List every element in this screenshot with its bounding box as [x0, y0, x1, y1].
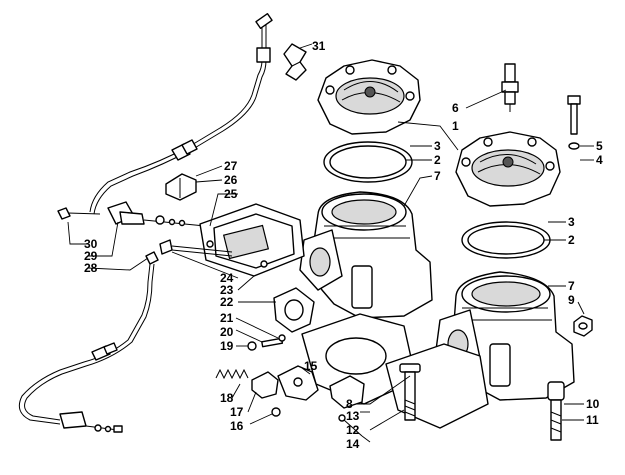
callout-4: 4	[596, 153, 603, 167]
callout-16: 16	[230, 419, 244, 433]
callout-12: 12	[346, 423, 360, 437]
callout-19: 19	[220, 339, 234, 353]
callout-7-rear: 7	[434, 169, 441, 183]
callout-21: 21	[220, 311, 234, 325]
callout-3-rear: 3	[434, 139, 441, 153]
callout-31: 31	[312, 39, 326, 53]
cylinder-head-rear	[317, 59, 421, 135]
long-stud	[399, 363, 421, 421]
flange-gasket	[273, 287, 315, 333]
spark-plug	[501, 63, 519, 112]
callout-18: 18	[220, 391, 234, 405]
callout-9: 9	[568, 293, 575, 307]
small-bolts	[247, 334, 286, 351]
head-bolt	[567, 95, 581, 150]
callout-30: 30	[84, 237, 98, 251]
callout-1: 1	[452, 119, 459, 133]
valve-housing	[159, 203, 305, 277]
exhaust-valve-linkage	[215, 365, 365, 437]
callout-7-front: 7	[568, 279, 575, 293]
callout-10: 10	[586, 397, 600, 411]
cylinder-nut	[573, 315, 593, 337]
upper-cable	[57, 13, 273, 227]
callout-25: 25	[224, 187, 238, 201]
callout-26: 26	[224, 173, 238, 187]
callout-22: 22	[220, 295, 234, 309]
callout-15: 15	[304, 359, 318, 373]
callout-27: 27	[224, 159, 238, 173]
callout-2-front: 2	[568, 233, 575, 247]
leader-lines	[67, 43, 594, 443]
callout-2-rear: 2	[434, 153, 441, 167]
callout-8: 8	[346, 397, 353, 411]
callout-11: 11	[586, 413, 599, 427]
callout-29: 29	[84, 249, 98, 263]
callout-17: 17	[230, 405, 244, 419]
callout-3-front: 3	[568, 215, 575, 229]
clip-bracket	[283, 43, 307, 81]
head-gaskets-rear	[323, 141, 413, 183]
callout-23: 23	[220, 283, 234, 297]
stud-with-sleeve	[547, 381, 565, 441]
callout-28: 28	[84, 261, 98, 275]
callout-5: 5	[596, 139, 603, 153]
callout-6: 6	[452, 101, 459, 115]
callout-24: 24	[220, 271, 234, 285]
callout-labels: 31 6 1 5 4 3 2 7 3 2 7 9 10 11 8 13 12 1…	[84, 39, 603, 451]
callout-14: 14	[346, 437, 360, 451]
lower-cable	[18, 251, 159, 433]
cable-clip	[165, 173, 197, 201]
cylinder-rear	[299, 191, 433, 319]
callout-13: 13	[346, 409, 360, 423]
head-gaskets-front	[461, 221, 551, 259]
callout-20: 20	[220, 325, 234, 339]
cylinder-head-front	[455, 131, 561, 207]
